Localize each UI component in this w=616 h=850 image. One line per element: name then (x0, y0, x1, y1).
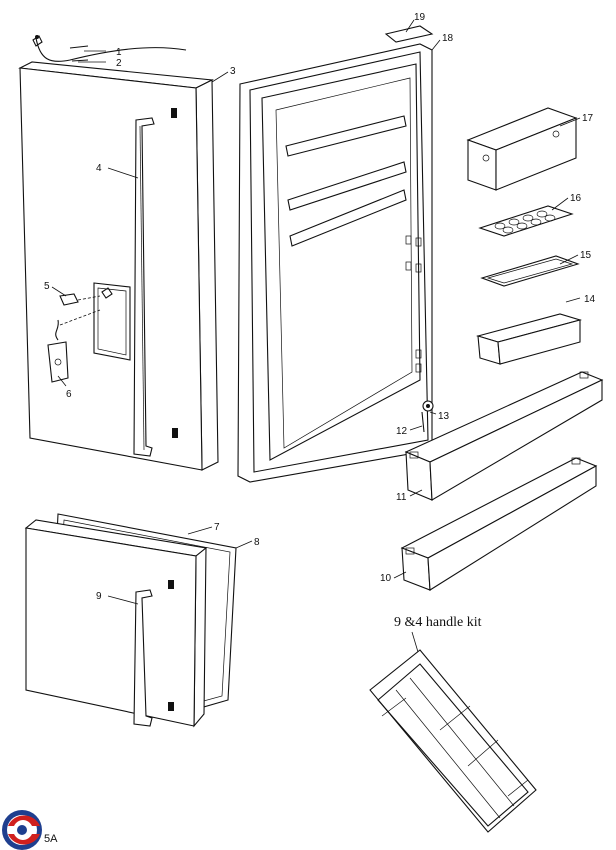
callout-5: 5 (44, 281, 50, 292)
lower-door-handle (133, 580, 174, 727)
dispenser-sensor (47, 319, 69, 383)
door-shelf-upper (404, 371, 604, 501)
callout-1: 1 (116, 47, 122, 58)
callout-10: 10 (380, 573, 392, 584)
callout-7: 7 (214, 522, 220, 533)
callout-labels: 1 2 3 4 5 6 7 8 9 10 11 12 13 14 15 16 1… (44, 12, 596, 602)
door-gasket-top (384, 25, 434, 43)
handle-kit-package (369, 649, 537, 833)
small-door-bin (475, 313, 583, 365)
diagram-code: 5A (44, 833, 58, 845)
callout-15: 15 (580, 250, 592, 261)
main-door (18, 61, 219, 471)
callout-6: 6 (66, 389, 72, 400)
callout-2: 2 (116, 58, 122, 69)
leader-lines (51, 19, 581, 653)
main-door-handle (133, 108, 178, 457)
handle-kit-label: 9 &4 handle kit (394, 615, 482, 630)
dispenser-switch (59, 287, 113, 326)
callout-8: 8 (254, 537, 260, 548)
inner-door-liner (237, 43, 433, 483)
callout-19: 19 (414, 12, 426, 23)
callout-13: 13 (438, 411, 450, 422)
dairy-bin (466, 107, 578, 191)
lower-door (24, 519, 208, 728)
tray-gasket (480, 255, 580, 287)
brand-logo-icon (2, 810, 42, 850)
callout-9: 9 (96, 591, 102, 602)
callout-4: 4 (96, 163, 102, 174)
egg-tray (478, 205, 574, 237)
callout-14: 14 (584, 294, 596, 305)
callout-16: 16 (570, 193, 582, 204)
wire-harness (32, 35, 187, 62)
callout-12: 12 (396, 426, 408, 437)
door-shelf-lower (400, 457, 598, 591)
callout-17: 17 (582, 113, 594, 124)
callout-3: 3 (230, 66, 236, 77)
hinge-pin (421, 400, 434, 433)
callout-18: 18 (442, 33, 454, 44)
callout-11: 11 (396, 492, 407, 503)
